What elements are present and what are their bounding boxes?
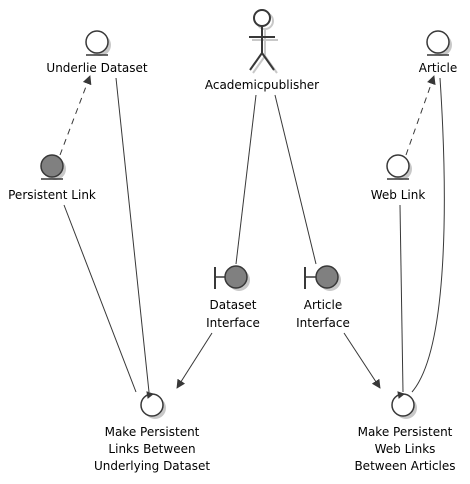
boundary-article-interface: Article Interface [296, 265, 350, 330]
control-make-persistent-links: Make Persistent Links Between Underlying… [94, 391, 210, 473]
link-persistent-link-to-control [63, 204, 137, 393]
control-icon [391, 393, 415, 417]
control-label-line2: Links Between [108, 442, 195, 456]
entity-icon [386, 154, 410, 178]
entity-icon [85, 30, 109, 54]
entity-icon [40, 154, 64, 178]
dependency-web-link-to-article [405, 75, 436, 156]
link-actor-to-dataset-interface [235, 94, 257, 265]
boundary-label-dataset-line2: Interface [206, 316, 260, 330]
entity-web-link: Web Link [371, 154, 426, 202]
arrow-dataset-interface-to-control [176, 332, 213, 389]
entity-label-underlie-dataset: Underlie Dataset [46, 61, 147, 75]
boundary-label-article-line2: Interface [296, 316, 350, 330]
dependency-persistent-link-to-dataset [59, 75, 92, 156]
arrow-article-interface-to-control [343, 332, 381, 389]
control-make-persistent-web-links: Make Persistent Web Links Between Articl… [354, 391, 456, 473]
control-label-line1: Make Persistent [105, 425, 200, 439]
link-article-to-control [411, 77, 445, 393]
link-web-link-to-control [399, 204, 404, 393]
entity-persistent-link: Persistent Link [8, 154, 96, 202]
entity-label-web-link: Web Link [371, 188, 426, 202]
boundary-label-dataset-line1: Dataset [210, 298, 257, 312]
actor-label: Academicpublisher [205, 78, 319, 92]
control-label-line3: Underlying Dataset [94, 459, 210, 473]
boundary-icon [224, 265, 248, 289]
link-actor-to-article-interface [274, 94, 317, 265]
control-label-line1: Make Persistent [358, 425, 453, 439]
entity-label-persistent-link: Persistent Link [8, 188, 96, 202]
control-label-line3: Between Articles [354, 459, 455, 473]
entity-underlie-dataset: Underlie Dataset [46, 30, 148, 75]
control-label-line2: Web Links [375, 442, 436, 456]
entity-icon [426, 30, 450, 54]
entity-label-article: Article [419, 61, 458, 75]
entity-article: Article [419, 30, 458, 75]
control-icon [140, 393, 164, 417]
boundary-label-article-line1: Article [304, 298, 343, 312]
connectors [59, 75, 445, 393]
boundary-dataset-interface: Dataset Interface [206, 265, 260, 330]
actor-icon [249, 9, 275, 71]
link-dataset-to-control [115, 77, 150, 393]
actor-academicpublisher: Academicpublisher [205, 9, 319, 92]
boundary-icon [315, 265, 339, 289]
